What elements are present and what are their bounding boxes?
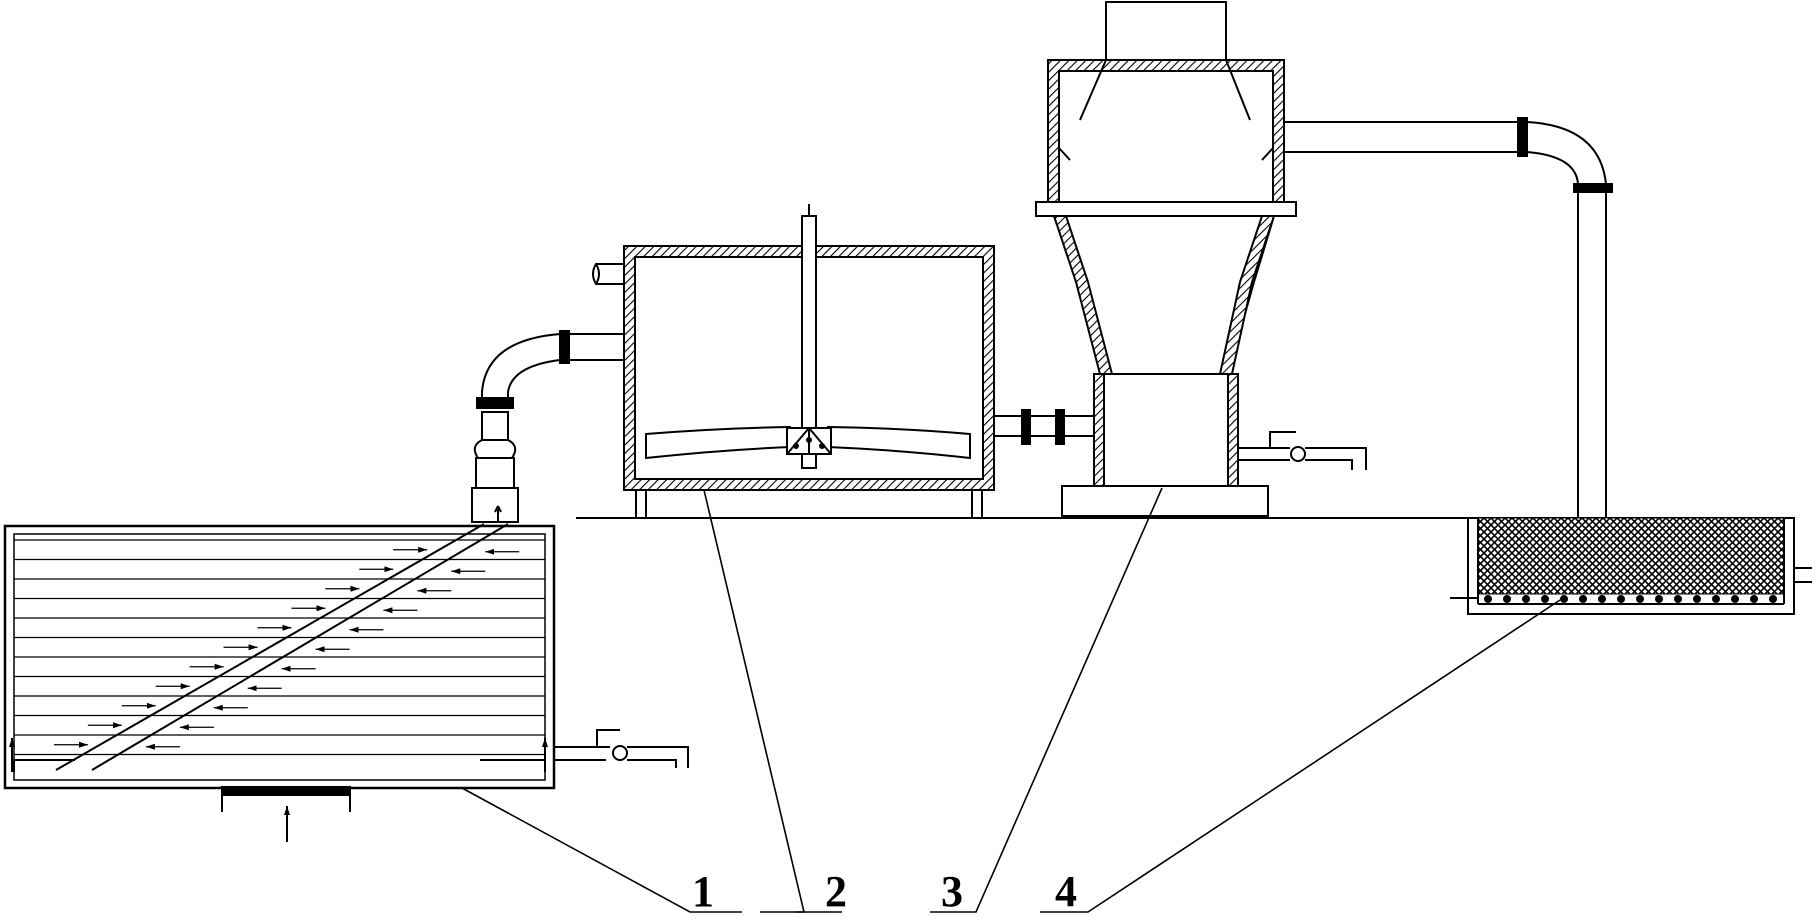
cyclone-separator <box>1035 1 1367 517</box>
burner <box>221 786 351 842</box>
elbow-pipe-1 <box>481 330 624 398</box>
pump-fitting <box>471 397 519 523</box>
callout-2: 2 <box>825 867 847 916</box>
filter-bead <box>1712 595 1720 603</box>
filter-bead <box>1769 595 1777 603</box>
filter-bead <box>1598 595 1606 603</box>
filter-bead <box>1674 595 1682 603</box>
filter-bead <box>1522 595 1530 603</box>
callout-1: 1 <box>692 867 714 916</box>
mixing-tank <box>592 204 1094 518</box>
elbow-pipe-2 <box>1284 117 1613 518</box>
filter-bead <box>1484 595 1492 603</box>
diagonal-header-pipe <box>55 523 509 771</box>
filter-bead <box>1731 595 1739 603</box>
filter-bead <box>1636 595 1644 603</box>
filter-bead <box>1693 595 1701 603</box>
filter-bed <box>1450 517 1812 615</box>
filter-bead <box>1503 595 1511 603</box>
collector-tank <box>3 523 689 842</box>
leader-lines <box>461 487 1561 913</box>
collector-tubes <box>14 539 545 756</box>
callout-4: 4 <box>1055 867 1077 916</box>
filter-bead <box>1541 595 1549 603</box>
collector-drain-valve <box>554 729 689 768</box>
filter-bead <box>1750 595 1758 603</box>
riser-arrows <box>9 738 548 772</box>
callout-3: 3 <box>941 867 963 916</box>
filter-beads <box>1484 595 1777 603</box>
filter-bead <box>1617 595 1625 603</box>
filter-bead <box>1560 595 1568 603</box>
filter-bead <box>1655 595 1663 603</box>
filter-bead <box>1579 595 1587 603</box>
